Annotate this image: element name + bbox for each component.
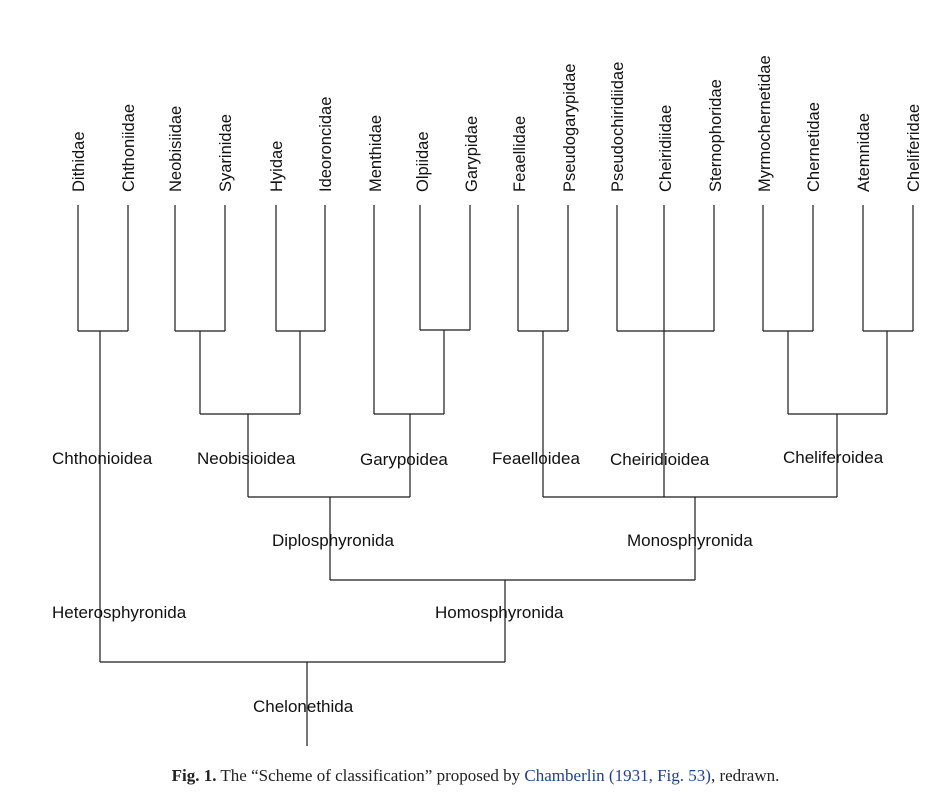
suborder-label-diplosphyronida: Diplosphyronida — [272, 531, 394, 550]
leaf-label-chthoniidae: Chthoniidae — [120, 104, 138, 192]
leaf-label-cheiridiidae: Cheiridiidae — [657, 105, 675, 192]
superfamily-label-chthonioidea: Chthonioidea — [52, 449, 153, 468]
leaf-label-chernetidae: Chernetidae — [805, 102, 823, 192]
root-label-chelonethida: Chelonethida — [253, 697, 354, 716]
leaf-label-feaellidae: Feaellidae — [511, 116, 529, 192]
superfamily-label-cheiridioidea: Cheiridioidea — [610, 450, 710, 469]
leaf-label-atemnidae: Atemnidae — [855, 113, 873, 192]
leaf-label-menthidae: Menthidae — [367, 115, 385, 192]
group-labels: Chthonioidea Neobisioidea Garypoidea Fea… — [52, 448, 884, 716]
caption-text-post: , redrawn. — [710, 766, 780, 785]
suborder-label-heterosphyronida: Heterosphyronida — [52, 603, 187, 622]
leaf-label-cheliferidae: Cheliferidae — [905, 104, 923, 192]
leaf-label-olpiidae: Olpiidae — [414, 131, 432, 192]
leaf-label-myrmochernetidae: Myrmochernetidae — [756, 55, 774, 192]
leaf-label-neobisiidae: Neobisiidae — [167, 106, 185, 192]
leaf-label-syarinidae: Syarinidae — [217, 114, 235, 192]
superfamily-label-feaelloidea: Feaelloidea — [492, 449, 580, 468]
leaf-label-pseudogarypidae: Pseudogarypidae — [561, 64, 579, 192]
superfamily-label-neobisioidea: Neobisioidea — [197, 449, 296, 468]
tree-branches — [77, 205, 914, 746]
leaf-label-pseudochiridiidae: Pseudochiridiidae — [609, 62, 627, 192]
leaf-label-hyidae: Hyidae — [268, 141, 286, 192]
figure-caption: Fig. 1. The “Scheme of classification” p… — [0, 766, 951, 786]
suborder-label-monosphyronida: Monosphyronida — [627, 531, 753, 550]
citation-link[interactable]: Chamberlin (1931, Fig. 53) — [524, 766, 711, 785]
leaf-label-sternophoridae: Sternophoridae — [707, 79, 725, 192]
figure-number: Fig. 1. — [171, 766, 217, 785]
leaf-label-dithidae: Dithidae — [70, 131, 88, 192]
leaf-label-ideoroncidae: Ideoroncidae — [317, 97, 335, 192]
leaf-labels: Dithidae Chthoniidae Neobisiidae Syarini… — [70, 55, 923, 192]
leaf-label-garypidae: Garypidae — [463, 116, 481, 192]
superfamily-label-cheliferoidea: Cheliferoidea — [783, 448, 884, 467]
suborder-label-homosphyronida: Homosphyronida — [435, 603, 564, 622]
superfamily-label-garypoidea: Garypoidea — [360, 450, 448, 469]
caption-text-pre: The “Scheme of classification” proposed … — [216, 766, 525, 785]
